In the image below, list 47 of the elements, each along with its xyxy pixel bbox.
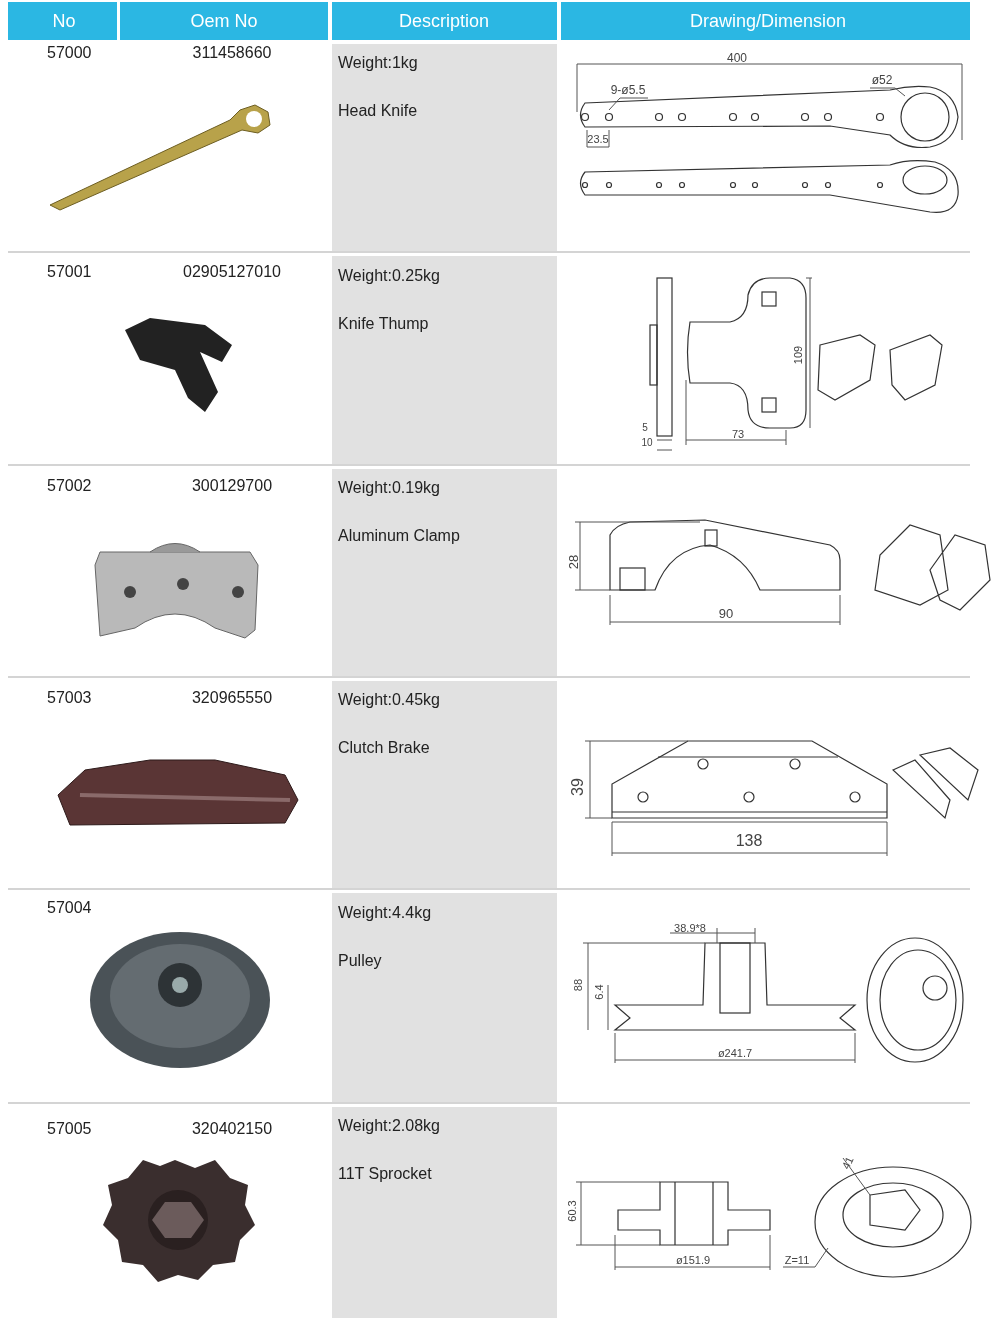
- part-number: 57004: [47, 900, 92, 916]
- dimension-label: 138: [735, 833, 763, 849]
- part-name: Aluminum Clamp: [338, 528, 460, 544]
- oem-number: 320402150: [191, 1121, 273, 1137]
- dimension-label: 9-ø5.5: [610, 84, 646, 96]
- dimension-label: ø241.7: [717, 1047, 753, 1059]
- weight-text: Weight:4.4kg: [338, 905, 432, 921]
- oem-number: 300129700: [191, 478, 273, 494]
- oem-number: 311458660: [192, 45, 272, 61]
- part-name: Pulley: [338, 953, 382, 969]
- part-name: Clutch Brake: [338, 740, 430, 756]
- dimension-label: 38.9*8: [674, 922, 706, 934]
- dimension-label: 5: [642, 423, 648, 433]
- part-name: 11T Sprocket: [338, 1166, 432, 1182]
- dimension-label: Z=11: [784, 1254, 810, 1266]
- part-number: 57002: [47, 478, 92, 494]
- weight-text: Weight:2.08kg: [338, 1118, 440, 1134]
- dimension-label: 10: [641, 438, 653, 448]
- column-header: No: [52, 12, 76, 30]
- dimension-label: 28: [566, 554, 580, 570]
- weight-text: Weight:0.45kg: [338, 692, 440, 708]
- dimension-label: 400: [727, 52, 747, 64]
- dimension-label: 23.5: [587, 133, 609, 145]
- column-header: Drawing/Dimension: [689, 12, 847, 30]
- oem-number: 320965550: [191, 690, 273, 706]
- column-header: Oem No: [190, 12, 258, 30]
- part-name: Head Knife: [338, 103, 418, 119]
- dimension-label: 60.3: [566, 1200, 578, 1222]
- column-header: Description: [399, 12, 489, 30]
- dimension-label: 88: [572, 978, 584, 992]
- dimension-label: 90: [718, 606, 734, 620]
- oem-number: 02905127010: [183, 264, 281, 280]
- dimension-label: ø151.9: [675, 1254, 711, 1266]
- dimension-label: ø52: [871, 74, 893, 86]
- weight-text: Weight:0.19kg: [338, 480, 440, 496]
- weight-text: Weight:1kg: [338, 55, 418, 71]
- dimension-label: 73: [731, 428, 745, 440]
- weight-text: Weight:0.25kg: [338, 268, 440, 284]
- part-number: 57000: [47, 45, 92, 61]
- part-name: Knife Thump: [338, 316, 429, 332]
- part-number: 57005: [47, 1121, 92, 1137]
- part-number: 57003: [47, 690, 92, 706]
- dimension-label: 6.4: [593, 984, 605, 1000]
- dimension-label: 39: [570, 778, 586, 796]
- dimension-label: 109: [792, 345, 804, 365]
- dimension-label: 41: [840, 1155, 856, 1171]
- part-number: 57001: [47, 264, 92, 280]
